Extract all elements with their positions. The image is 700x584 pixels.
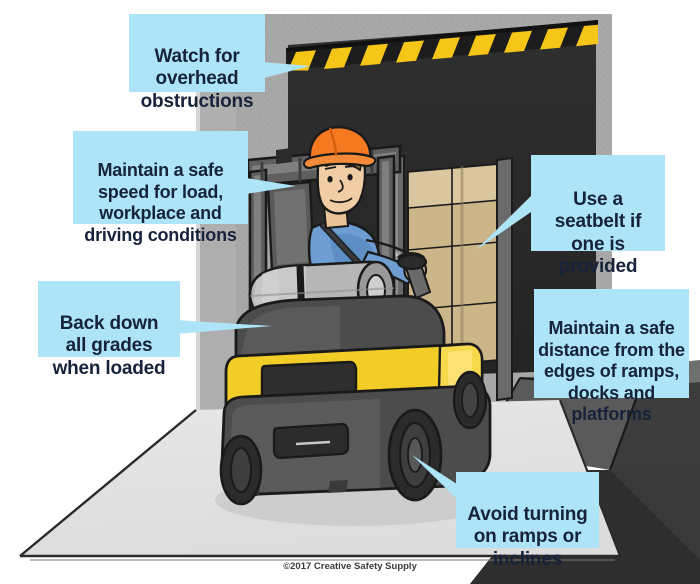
forklift-front-wheel	[387, 408, 443, 502]
callout-backdown-text: Back down all grades when loaded	[52, 312, 166, 379]
steering-column	[396, 252, 432, 300]
callout-back-down-grades[interactable]: Back down all grades when loaded	[38, 281, 180, 379]
callout-safe-speed[interactable]: Maintain a safe speed for load, workplac…	[73, 131, 248, 245]
pointer-overhead	[262, 62, 310, 78]
forklift-mast-wheel	[452, 370, 488, 430]
callout-distance-text: Maintain a safe distance from the edges …	[538, 318, 685, 425]
callout-use-seatbelt[interactable]: Use a seatbelt if one is provided	[531, 155, 665, 277]
pointer-speed	[246, 178, 296, 194]
dock-door-header-hazard-stripe	[286, 20, 598, 71]
callout-overhead-text: Watch for overhead obstructions	[140, 45, 254, 112]
callout-safe-distance-edges[interactable]: Maintain a safe distance from the edges …	[534, 289, 689, 424]
callout-overhead-obstructions[interactable]: Watch for overhead obstructions	[129, 14, 265, 112]
forklift-rear-wheel	[219, 434, 263, 506]
pointer-backdown	[176, 320, 272, 334]
pointer-seatbelt	[476, 196, 531, 250]
forklift	[219, 126, 513, 506]
callout-avoid-text: Avoid turning on ramps or inclines	[467, 503, 588, 570]
callout-speed-text: Maintain a safe speed for load, workplac…	[84, 160, 237, 245]
copyright-notice: ©2017 Creative Safety Supply	[283, 561, 417, 572]
forklift-hood	[234, 294, 446, 362]
callout-avoid-turning[interactable]: Avoid turning on ramps or inclines	[456, 472, 599, 570]
callout-seatbelt-text: Use a seatbelt if one is provided	[554, 188, 642, 278]
pointer-avoid	[412, 455, 460, 502]
operator-seat	[266, 180, 316, 274]
